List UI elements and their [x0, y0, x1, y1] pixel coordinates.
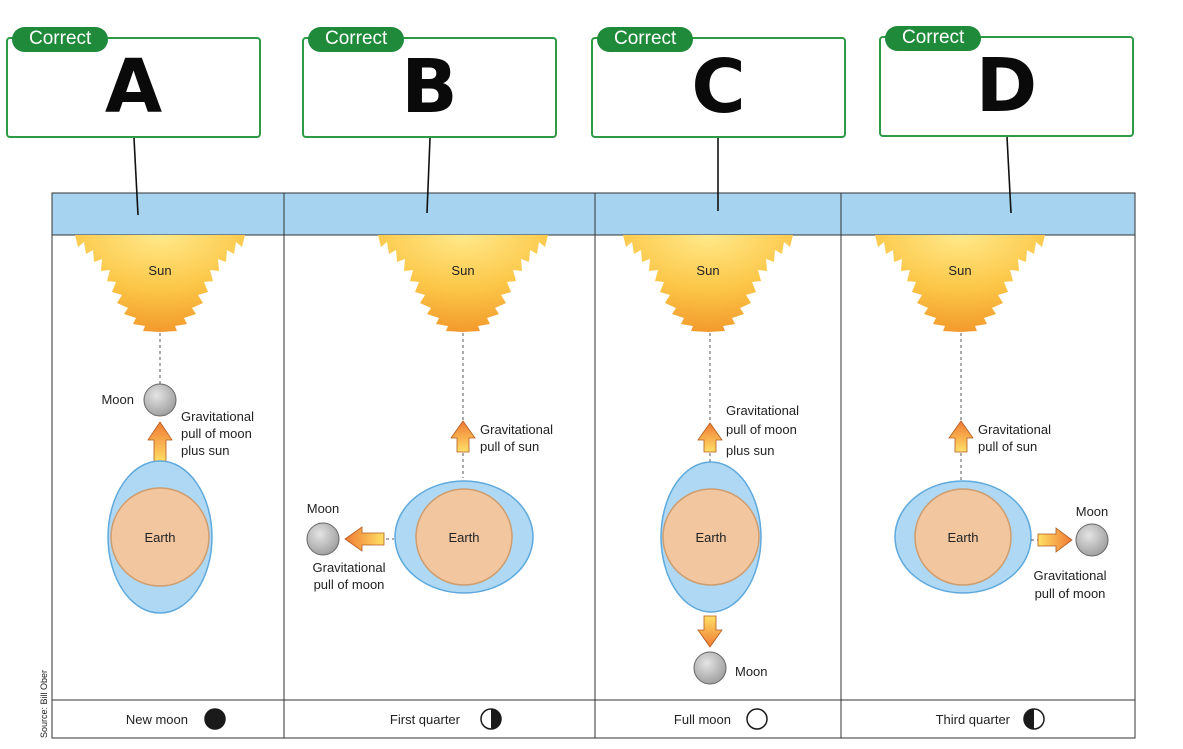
earth-icon — [110, 487, 210, 587]
header-band — [51, 192, 1136, 236]
sun-force-label-line-1: Gravitational — [480, 422, 553, 437]
force-label-line-3: plus sun — [181, 443, 229, 458]
correct-badge: Correct — [885, 26, 982, 51]
moon-icon — [1075, 523, 1109, 557]
answer-letter: B — [401, 44, 458, 130]
leader-line-d — [1006, 136, 1012, 214]
phase-label: New moon — [126, 712, 188, 727]
sun-icon — [875, 235, 1045, 332]
moon-label: Moon — [735, 664, 768, 679]
answer-box-c[interactable]: Correct C — [591, 27, 846, 138]
sun-force-label-line-1: Gravitational — [978, 422, 1051, 437]
earth-icon — [415, 488, 513, 586]
pull-arrow-up — [697, 422, 723, 453]
diagram-frame — [51, 192, 1136, 739]
moon-pull-arrow — [1037, 527, 1073, 553]
sun-label: Sun — [696, 263, 719, 278]
phase-label: Third quarter — [936, 712, 1011, 727]
first-quarter-icon — [480, 708, 502, 730]
moon-label: Moon — [307, 501, 340, 516]
sun-label: Sun — [451, 263, 474, 278]
earth-label: Earth — [448, 530, 479, 545]
sun-icon — [75, 235, 245, 332]
leader-line-b — [426, 137, 431, 214]
correct-badge: Correct — [597, 27, 694, 52]
source-credit: Source: Bill Ober — [39, 670, 49, 738]
pull-arrow — [147, 421, 173, 463]
phase-label: Full moon — [674, 712, 731, 727]
moon-icon — [143, 383, 177, 417]
moon-pull-arrow — [344, 526, 385, 552]
answer-letter: C — [691, 44, 746, 130]
answer-letter: D — [975, 43, 1038, 129]
panel-first-quarter: Sun Gravitational pull of sun Earth Moon… — [306, 235, 553, 730]
earth-label: Earth — [695, 530, 726, 545]
force-label-line-1: Gravitational — [181, 409, 254, 424]
sun-icon — [378, 235, 548, 332]
sun-pull-arrow — [450, 420, 476, 453]
sun-pull-arrow — [948, 420, 974, 453]
answer-box-b[interactable]: Correct B — [302, 27, 557, 138]
earth-icon — [914, 488, 1012, 586]
force-label-line-2: pull of moon — [726, 422, 797, 437]
sun-label: Sun — [148, 263, 171, 278]
moon-label: Moon — [101, 392, 134, 407]
answer-box-d[interactable]: Correct D — [879, 26, 1134, 137]
moon-force-label-line-1: Gravitational — [313, 560, 386, 575]
phase-label: First quarter — [390, 712, 461, 727]
leader-line-a — [133, 137, 139, 216]
correct-badge: Correct — [12, 27, 109, 52]
panel-third-quarter: Sun Gravitational pull of sun Earth Moon… — [875, 235, 1109, 730]
new-moon-icon — [204, 708, 226, 730]
force-label-line-3: plus sun — [726, 443, 774, 458]
moon-icon — [693, 651, 727, 685]
correct-badge: Correct — [308, 27, 405, 52]
earth-label: Earth — [947, 530, 978, 545]
sun-force-label-line-2: pull of sun — [978, 439, 1037, 454]
full-moon-icon — [746, 708, 768, 730]
third-quarter-icon — [1023, 708, 1045, 730]
moon-force-label-line-1: Gravitational — [1034, 568, 1107, 583]
moon-force-label-line-2: pull of moon — [1035, 586, 1106, 601]
earth-icon — [662, 488, 760, 586]
pull-arrow-down — [697, 615, 723, 648]
sun-force-label-line-2: pull of sun — [480, 439, 539, 454]
moon-force-label-line-2: pull of moon — [314, 577, 385, 592]
answer-box-a[interactable]: Correct A — [6, 27, 261, 138]
moon-label: Moon — [1076, 504, 1109, 519]
sun-label: Sun — [948, 263, 971, 278]
sun-icon — [623, 235, 793, 332]
force-label-line-1: Gravitational — [726, 403, 799, 418]
earth-label: Earth — [144, 530, 175, 545]
moon-icon — [306, 522, 340, 556]
panel-new-moon: Sun Moon Gravitational pull of moon plus… — [75, 235, 254, 730]
panel-full-moon: Sun Gravitational pull of moon plus sun … — [623, 235, 799, 730]
force-label-line-2: pull of moon — [181, 426, 252, 441]
answer-letter: A — [104, 44, 163, 130]
